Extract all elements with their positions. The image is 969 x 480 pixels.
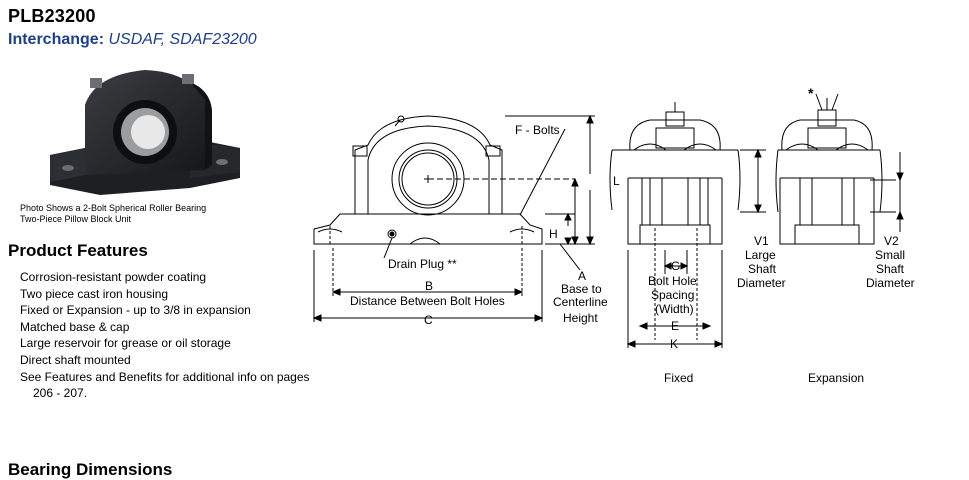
pillow-block-photo [50, 70, 240, 195]
label-e: E [671, 319, 679, 333]
side-view-fixed [609, 102, 766, 348]
feature-item: See Features and Benefits for additional… [20, 369, 310, 384]
feature-item: Large reservoir for grease or oil storag… [20, 336, 231, 351]
label-fixed: Fixed [664, 371, 693, 385]
label-h: H [549, 227, 558, 241]
label-v1: V1 [754, 234, 769, 248]
label-a-desc: Base to [561, 282, 602, 296]
label-bolt-hole: Bolt Hole [648, 274, 697, 288]
label-bolt-hole: Spacing [651, 288, 694, 302]
label-b-desc: Distance Between Bolt Holes [350, 294, 505, 308]
label-v1-desc: Diameter [737, 276, 786, 290]
label-b: B [425, 279, 433, 293]
label-v2-desc: Diameter [866, 276, 915, 290]
label-a-desc: Centerline [553, 295, 608, 309]
label-bolt-hole: (Width) [655, 302, 694, 316]
label-v2-desc: Shaft [876, 262, 905, 276]
interchange-line: Interchange: USDAF, SDAF23200 [8, 31, 257, 49]
feature-item: Corrosion-resistant powder coating [20, 270, 207, 284]
label-expansion: Expansion [808, 371, 864, 385]
side-view-expansion [775, 93, 904, 245]
photo-caption: Photo Shows a 2-Bolt Spherical Roller Be… [20, 203, 206, 225]
label-g: G [671, 259, 680, 273]
feature-item: Matched base & cap [20, 319, 130, 334]
part-number-title: PLB23200 [8, 6, 96, 26]
bearing-dimensions-heading: Bearing Dimensions [8, 460, 173, 479]
label-asterisk: * [808, 85, 814, 101]
label-c: C [424, 313, 433, 327]
caption-line: Photo Shows a 2-Bolt Spherical Roller Be… [20, 203, 207, 213]
caption-line: Two-Piece Pillow Block Unit [20, 214, 132, 224]
front-view [312, 114, 595, 322]
interchange-value: USDAF, SDAF23200 [108, 31, 257, 48]
label-v2-desc: Small [875, 248, 905, 262]
label-l: L [613, 174, 620, 188]
features-list: Corrosion-resistant powder coating Two p… [20, 269, 310, 402]
label-v1-desc: Shaft [748, 262, 777, 276]
label-a-desc: Height [563, 311, 598, 325]
label-drain-plug: Drain Plug ** [388, 257, 457, 271]
feature-item: Fixed or Expansion - up to 3/8 in expans… [20, 303, 251, 318]
feature-item: Two piece cast iron housing [20, 286, 169, 301]
label-k: K [670, 337, 678, 351]
feature-item: 206 - 207. [33, 386, 88, 401]
label-a: A [578, 269, 586, 283]
interchange-label: Interchange: [8, 31, 105, 48]
label-v1-desc: Large [745, 248, 776, 262]
dimension-drawing: F - Bolts L H Drain Plug ** B Distance B… [312, 85, 915, 385]
label-v2: V2 [884, 234, 899, 248]
features-heading: Product Features [8, 241, 148, 260]
label-f-bolts: F - Bolts [515, 123, 560, 137]
feature-item: Direct shaft mounted [20, 352, 131, 367]
